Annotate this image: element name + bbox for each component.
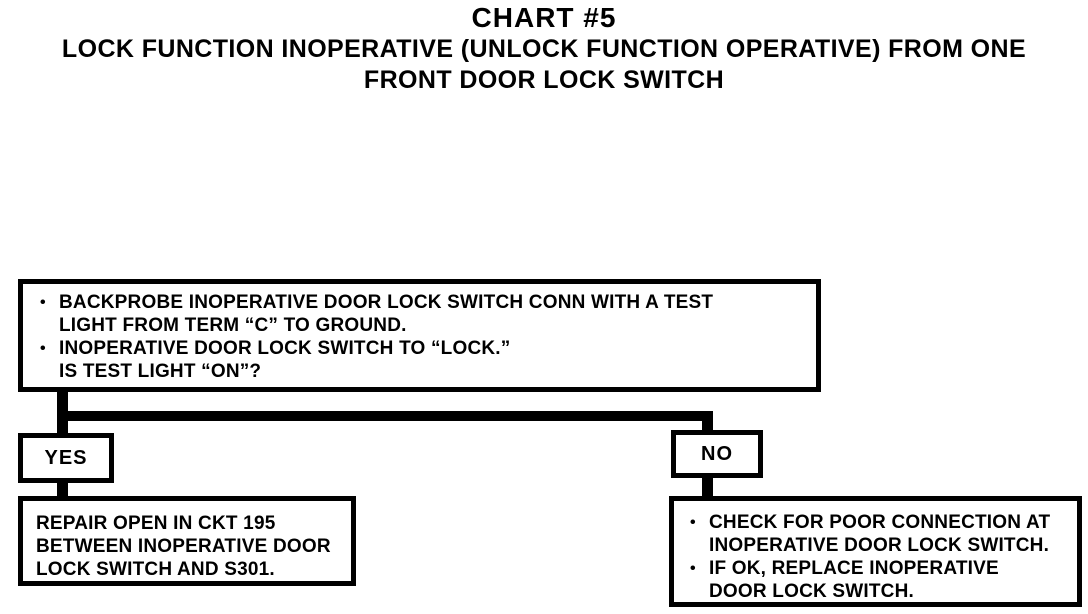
connector-no-stub xyxy=(702,475,713,498)
bullet-marker xyxy=(40,360,59,383)
no-label-box: NO xyxy=(671,430,763,478)
yes-result-line: BETWEEN INOPERATIVE DOOR xyxy=(36,536,331,557)
decision-line-text: IS TEST LIGHT “ON”? xyxy=(59,361,262,382)
decision-row: IS TEST LIGHT “ON”? xyxy=(40,360,808,383)
no-result-line: IF OK, REPLACE INOPERATIVE xyxy=(709,558,999,579)
decision-box: • BACKPROBE INOPERATIVE DOOR LOCK SWITCH… xyxy=(18,279,821,392)
chart-subtitle-line1: LOCK FUNCTION INOPERATIVE (UNLOCK FUNCTI… xyxy=(61,35,1027,63)
title-block: CHART #5 LOCK FUNCTION INOPERATIVE (UNLO… xyxy=(0,2,1088,96)
bullet-marker: • xyxy=(40,340,46,357)
bullet-marker xyxy=(40,314,59,337)
decision-row: • INOPERATIVE DOOR LOCK SWITCH TO “LOCK.… xyxy=(40,337,808,360)
yes-result-line: LOCK SWITCH AND S301. xyxy=(36,559,275,580)
decision-row: • BACKPROBE INOPERATIVE DOOR LOCK SWITCH… xyxy=(40,291,808,314)
no-result-line: CHECK FOR POOR CONNECTION AT xyxy=(709,512,1051,533)
no-result-line: DOOR LOCK SWITCH. xyxy=(709,581,914,602)
bullet-marker xyxy=(690,580,709,603)
no-result-row: • IF OK, REPLACE INOPERATIVE xyxy=(690,557,1071,580)
connector-horizontal-bar xyxy=(57,411,713,421)
no-result-row: INOPERATIVE DOOR LOCK SWITCH. xyxy=(690,534,1071,557)
no-result-row: • CHECK FOR POOR CONNECTION AT xyxy=(690,511,1071,534)
yes-result-line: REPAIR OPEN IN CKT 195 xyxy=(36,513,276,534)
no-result-row: DOOR LOCK SWITCH. xyxy=(690,580,1071,603)
bullet-marker: • xyxy=(690,560,696,577)
yes-label: YES xyxy=(44,446,88,469)
bullet-marker: • xyxy=(40,294,46,311)
chart-subtitle-line2: FRONT DOOR LOCK SWITCH xyxy=(363,66,725,94)
bullet-marker xyxy=(690,534,709,557)
yes-label-box: YES xyxy=(18,433,114,483)
bullet-marker: • xyxy=(690,514,696,531)
connector-yes-stub xyxy=(57,480,68,498)
decision-line-text: BACKPROBE INOPERATIVE DOOR LOCK SWITCH C… xyxy=(59,292,714,313)
chart-number-title: CHART #5 xyxy=(471,2,617,33)
decision-row: LIGHT FROM TERM “C” TO GROUND. xyxy=(40,314,808,337)
no-result-line: INOPERATIVE DOOR LOCK SWITCH. xyxy=(709,535,1050,556)
no-result-box: • CHECK FOR POOR CONNECTION AT INOPERATI… xyxy=(669,496,1082,607)
decision-line-text: INOPERATIVE DOOR LOCK SWITCH TO “LOCK.” xyxy=(59,338,511,359)
no-label: NO xyxy=(701,442,733,465)
yes-result-box: REPAIR OPEN IN CKT 195 BETWEEN INOPERATI… xyxy=(18,496,356,586)
decision-line-text: LIGHT FROM TERM “C” TO GROUND. xyxy=(59,315,407,336)
connector-vertical-no-drop xyxy=(702,411,713,434)
